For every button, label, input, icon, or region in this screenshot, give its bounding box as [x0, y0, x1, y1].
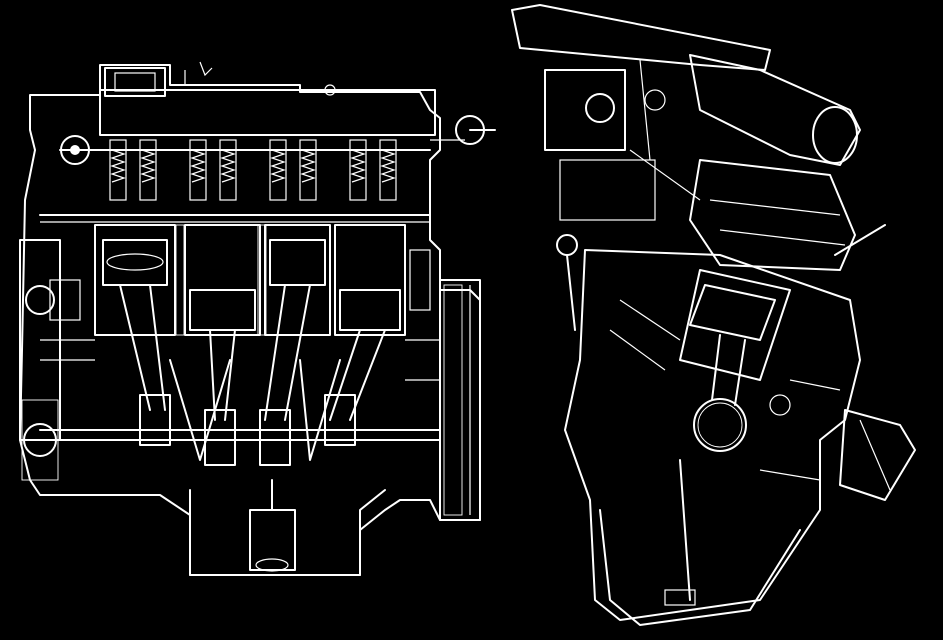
connecting-rods — [119, 284, 386, 461]
crankshaft — [39, 394, 441, 466]
oil-sump — [189, 479, 386, 576]
cross-piston — [689, 284, 776, 341]
spark-lead — [199, 61, 213, 77]
cylinder-2 — [184, 224, 261, 336]
cylinder-4 — [334, 224, 406, 336]
valve-train — [109, 139, 397, 201]
cross-section-view — [511, 4, 916, 626]
cross-block — [564, 249, 861, 621]
cylinder-head — [99, 89, 436, 136]
cylinders — [94, 224, 406, 336]
cross-conrod — [711, 334, 746, 406]
cross-crank — [693, 398, 747, 452]
piston-3 — [269, 239, 326, 286]
flywheel — [439, 279, 481, 521]
block-outline — [19, 64, 481, 576]
cross-cylinder — [679, 269, 791, 381]
air-cleaner-end — [812, 106, 858, 164]
cylinder-3 — [264, 224, 331, 336]
cross-head — [689, 159, 856, 271]
oil-pump — [249, 509, 296, 571]
longitudinal-section-view — [19, 61, 496, 576]
camshaft — [59, 115, 496, 165]
piston-1 — [102, 239, 168, 286]
piston-4 — [339, 289, 401, 331]
distributor-housing — [104, 67, 166, 97]
dipstick-handle — [556, 234, 578, 256]
detail-linework — [40, 70, 465, 381]
cross-sump — [599, 509, 801, 626]
spark-plug — [834, 224, 886, 256]
intake-tube — [511, 4, 771, 71]
piston-2 — [189, 289, 256, 331]
cylinder-1 — [94, 224, 176, 336]
oil-pickup — [679, 459, 691, 601]
crank-pulley — [23, 423, 57, 457]
distributor-cap — [114, 72, 156, 92]
carburettor — [544, 69, 626, 151]
cross-detail-linework — [609, 59, 841, 481]
air-cleaner — [689, 54, 861, 166]
cam-pulley — [60, 135, 90, 165]
oil-filter — [839, 409, 916, 501]
